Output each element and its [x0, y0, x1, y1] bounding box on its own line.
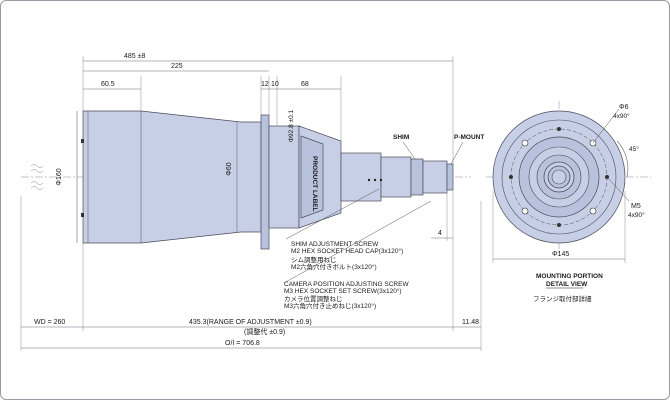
dim-dia60: Φ60	[226, 162, 233, 175]
flange-ring	[501, 119, 617, 235]
tapped-hole	[557, 127, 561, 131]
mounting-detail-view	[492, 110, 626, 244]
dim-12: 12	[261, 81, 269, 88]
break-mark	[30, 181, 44, 185]
detail-title-2: DETAIL VIEW	[546, 281, 588, 288]
dim-m5: M5	[631, 203, 641, 210]
dim-11-48: 11.48	[462, 319, 479, 326]
shim-label: SHIM	[393, 134, 409, 141]
tapped-hole	[509, 175, 513, 179]
dim-total: 485 ±8	[124, 53, 145, 60]
lens-center	[551, 169, 567, 185]
dim-range: 435.3(RANGE OF ADJUSTMENT ±0.9)	[189, 319, 312, 326]
shim-screw-4: M2六角穴付きボルト(3x120°)	[291, 262, 377, 271]
cam-screw-1: CAMERA POSITION ADJUSTING SCREW	[284, 281, 409, 288]
cam-screw-3: カメラ位置調整ねじ	[284, 294, 343, 303]
shim-leader	[402, 141, 416, 160]
dim-225: 225	[171, 63, 183, 70]
shim-ring	[410, 158, 424, 196]
dim-dia6-sub: 4x90°	[613, 112, 630, 120]
product-label: PRODUCT LABEL	[311, 156, 318, 212]
barrel-step-2	[380, 156, 412, 198]
bolt-hole	[589, 207, 597, 215]
barrel-step-1	[340, 152, 382, 202]
m5-leader	[606, 176, 630, 202]
pmount-label: P-MOUNT	[454, 134, 484, 141]
break-mark	[30, 169, 44, 173]
dia6-leader	[592, 108, 620, 144]
shim-screw-1: SHIM ADJUSTMENT SCREW	[291, 241, 379, 248]
shim-screw-2: M2 HEX SOCKET HEAD CAP(3x120°)	[291, 247, 403, 255]
dim-dia6: Φ6	[619, 104, 629, 111]
angle-arc	[616, 140, 629, 178]
dim-68: 68	[301, 81, 309, 88]
shim-screw-3: シム調整用ねじ	[291, 255, 337, 264]
screw-dot	[379, 178, 383, 182]
dim-m5-sub: 4x90°	[628, 211, 645, 219]
front-cone-body	[82, 110, 262, 244]
product-label-area	[300, 135, 324, 219]
bolt-hole	[521, 207, 529, 215]
dim-92-8: Φ92.8 ±0.1	[288, 109, 295, 142]
rear-collar	[268, 125, 300, 229]
camera-adapter	[422, 160, 448, 194]
dim-10: 10	[271, 81, 279, 88]
dim-angle: 45°	[629, 145, 639, 153]
cam-screw-2: M3 HEX SOCKET SET SCREW(3x120°)	[284, 287, 402, 295]
tapped-hole	[557, 223, 561, 227]
front-screw	[81, 139, 84, 143]
dim-dia160: Φ160	[56, 168, 63, 185]
pmount-leader	[450, 141, 464, 165]
screw-dot	[373, 178, 377, 182]
dim-oi: O/I = 706.8	[225, 340, 260, 347]
front-screw	[81, 213, 84, 217]
flange	[260, 114, 270, 250]
bolt-hole	[521, 139, 529, 147]
detail-title-jp: フランジ取付部詳細	[533, 294, 592, 303]
p-mount	[446, 163, 454, 191]
dim-60-5: 60.5	[101, 81, 115, 88]
break-mark	[30, 186, 44, 190]
dim-wd: WD = 260	[34, 319, 65, 326]
screw-dot	[367, 178, 371, 182]
break-mark	[30, 164, 44, 168]
cam-screw-4: M3六角穴付き止めねじ(3x120°)	[284, 301, 376, 310]
dim-dia145: Φ145	[552, 251, 569, 258]
cam-screw-leader	[283, 200, 432, 284]
shim-screw-leader	[285, 188, 380, 240]
dim-4: 4	[438, 230, 442, 237]
dim-range-jp: (調整代 ±0.9)	[244, 327, 285, 336]
detail-title-1: MOUNTING PORTION	[536, 273, 603, 280]
